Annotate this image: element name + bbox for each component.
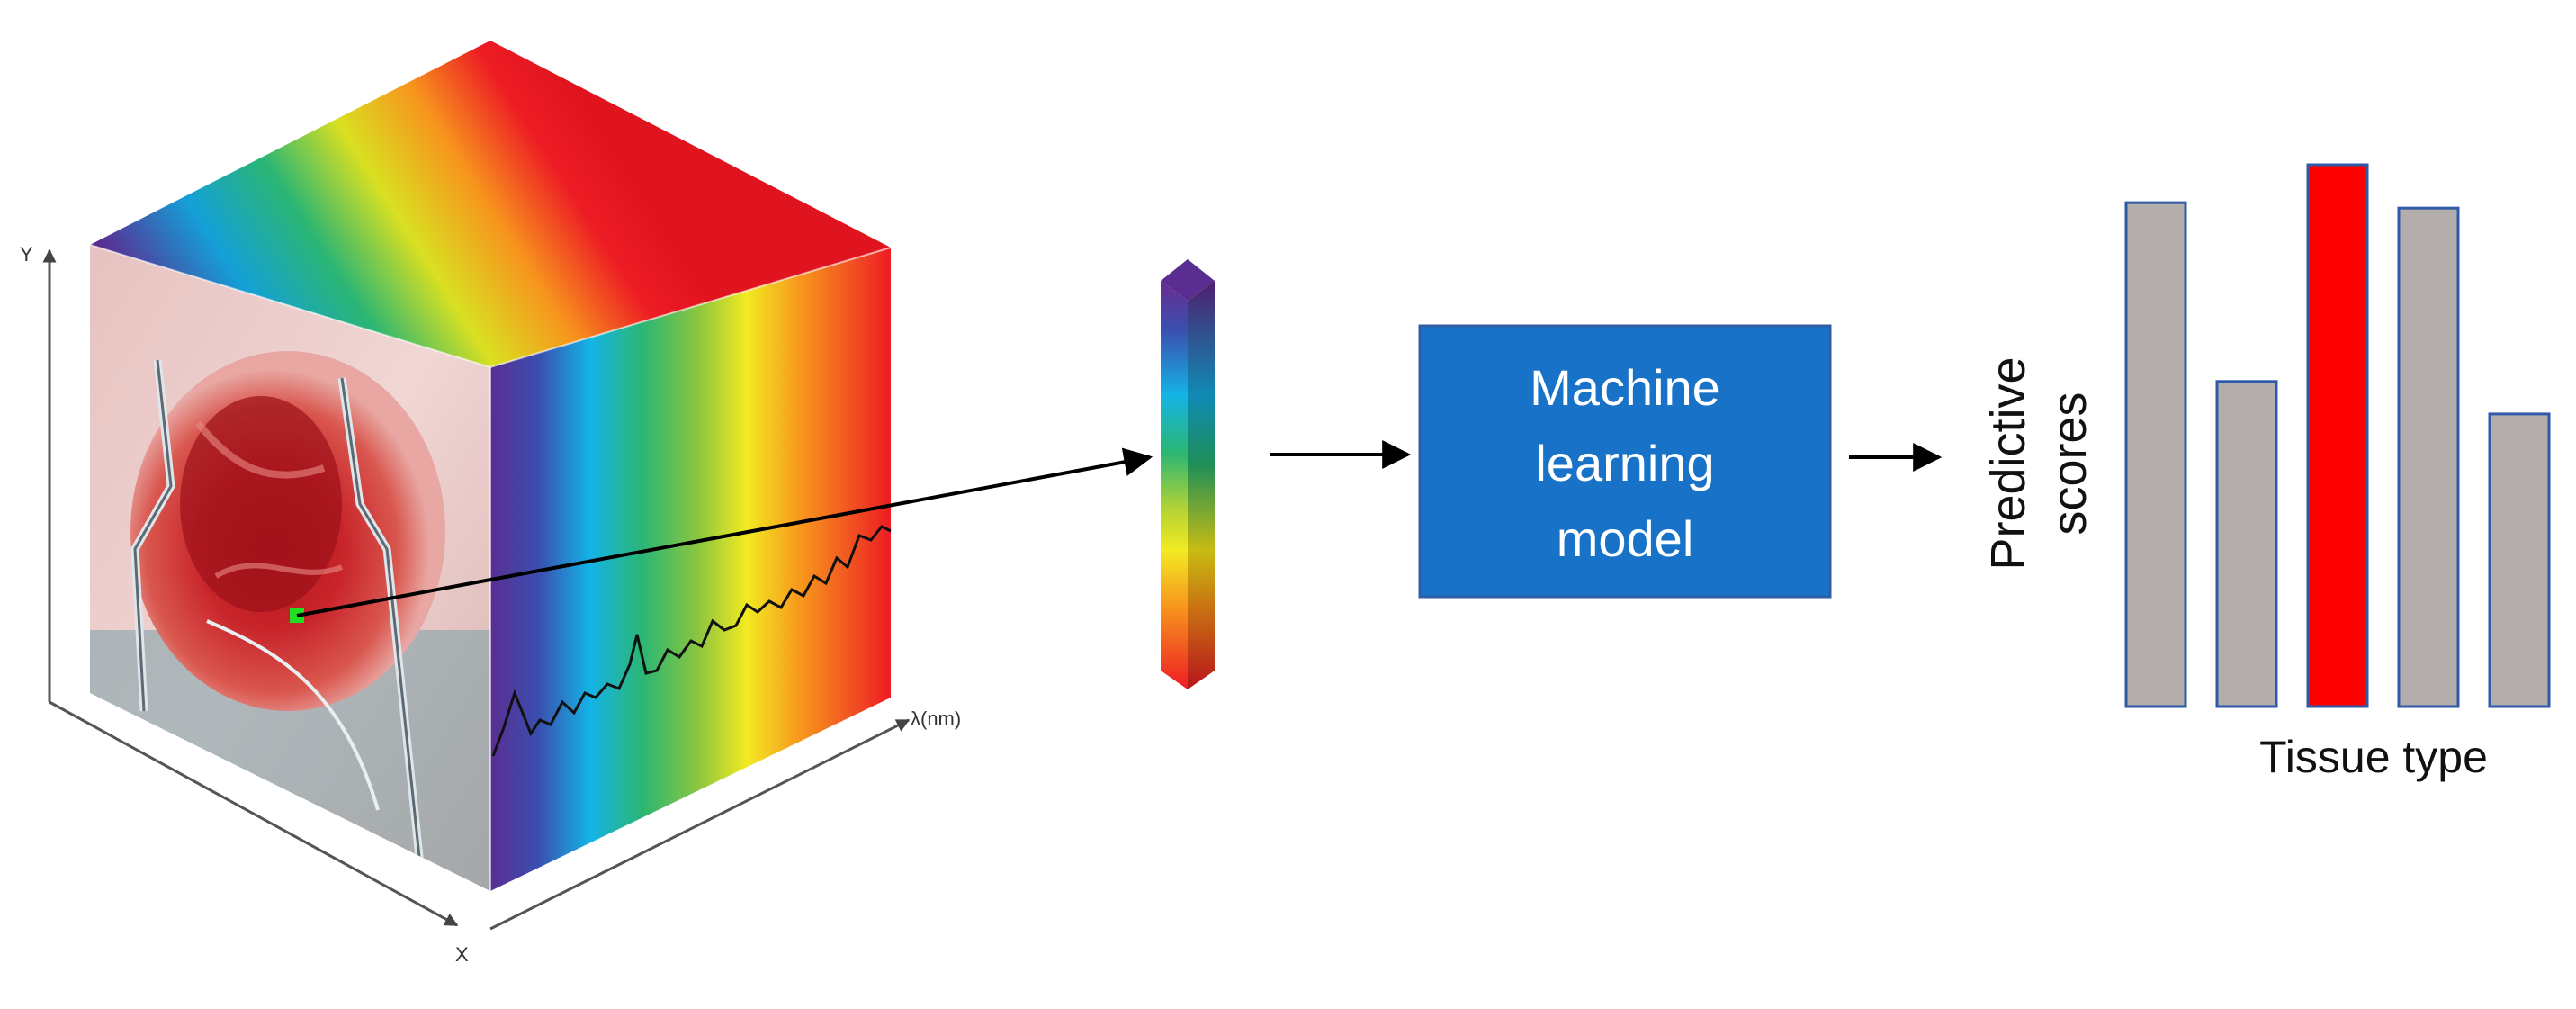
scores-label-line2: scores — [2042, 392, 2096, 535]
axis-x-label: X — [455, 943, 469, 966]
axis-y-label: Y — [20, 243, 33, 266]
model-label-line1: Machine — [1530, 359, 1720, 416]
spectral-signature-curve — [491, 525, 892, 757]
bar — [2215, 380, 2278, 708]
cube-right-face — [490, 248, 891, 891]
bar — [2488, 412, 2551, 708]
pixel-to-spectrum-arrow — [296, 447, 1153, 617]
tissue-score-bar-chart — [2124, 163, 2551, 708]
bar-highlighted — [2306, 163, 2369, 708]
chart-x-axis-label: Tissue type — [2259, 732, 2488, 782]
hyperspectral-cube — [89, 41, 892, 891]
cube-front-face-surgical-image — [90, 245, 490, 891]
axis-lambda-label: λ(nm) — [911, 707, 961, 730]
machine-learning-model-box: Machine learning model — [1418, 324, 1832, 599]
cube-axes: Y X λ(nm) — [20, 243, 961, 966]
cube-top-face — [90, 41, 891, 367]
spectrum-vector-bar — [1161, 259, 1215, 689]
predictive-scores-label: Predictive scores — [1981, 356, 2096, 570]
bar — [2124, 201, 2187, 708]
model-label-line3: model — [1557, 510, 1694, 567]
bar — [2397, 206, 2460, 708]
model-label-line2: learning — [1535, 435, 1714, 491]
scores-label-line1: Predictive — [1981, 356, 2035, 570]
